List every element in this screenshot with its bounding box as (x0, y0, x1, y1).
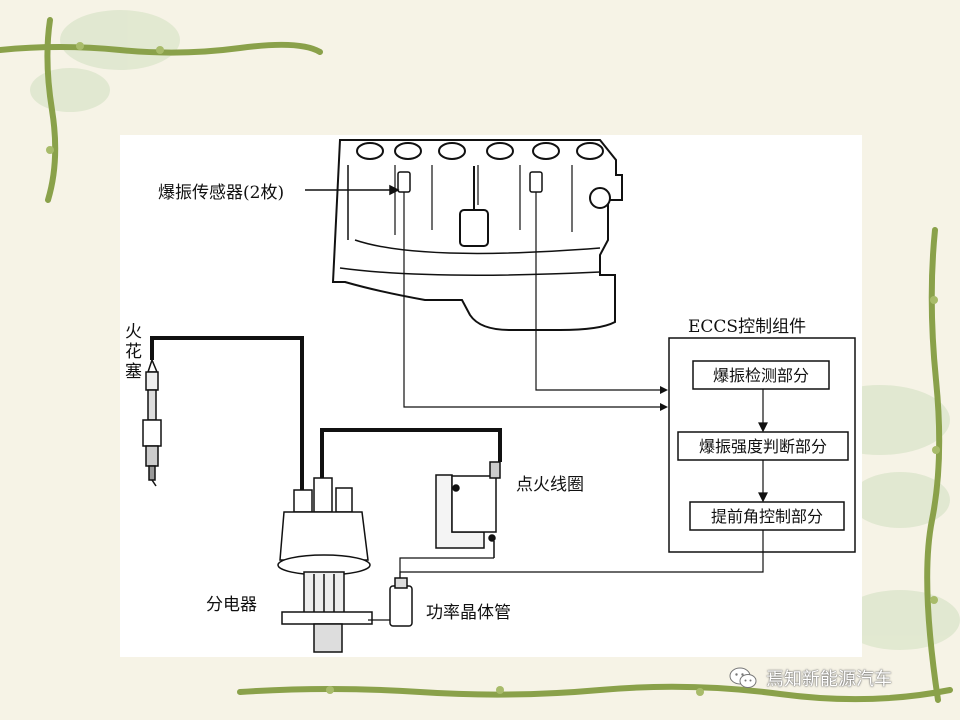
spark-plug-label-char: 花 (125, 342, 142, 362)
spark-plug (142, 357, 162, 487)
diagram-panel (120, 135, 862, 657)
knock-sensor-1 (397, 171, 411, 193)
vine-buds (46, 42, 940, 696)
spark-plug-label-char: 塞 (125, 362, 142, 382)
knock-sensor-2 (529, 171, 543, 193)
power-transistor-label: 功率晶体管 (426, 603, 511, 623)
ecu-box-label: 提前角控制部分 (711, 507, 823, 526)
engine-plug-hole (589, 187, 611, 209)
power-transistor (389, 577, 413, 627)
ecu-box-advance-control (689, 501, 845, 531)
ecu-box-knock-detect (692, 360, 830, 390)
knock-sensor-pointer (305, 184, 400, 196)
ecu-box-label: 爆振强度判断部分 (699, 437, 827, 456)
ignition-coil (435, 461, 501, 558)
ignition-coil-label: 点火线圈 (516, 475, 584, 495)
ecu-internal-arrows (758, 389, 768, 503)
watermark-text: 焉知新能源汽车 (766, 669, 892, 690)
cylinder-bores (356, 142, 604, 160)
engine-block (331, 139, 623, 331)
distributor-label: 分电器 (206, 595, 257, 615)
spark-plug-label-char: 火 (125, 322, 142, 342)
ecu-panel (668, 337, 856, 553)
ecu-title: ECCS控制组件 (688, 317, 807, 337)
sensor-signal-arrows (660, 386, 668, 411)
high-voltage-lead-plug (150, 336, 304, 500)
knock-sensor-label: 爆振传感器(2枚) (158, 183, 285, 203)
ecu-box-knock-judge (677, 431, 849, 461)
vine-decoration (0, 17, 953, 703)
distributor (277, 477, 373, 653)
high-voltage-lead-coil (320, 428, 502, 478)
sensor-signal-wires (403, 192, 662, 408)
ecu-box-label: 爆振检测部分 (713, 366, 809, 385)
spark-plug-label: 火 花 塞 (125, 322, 145, 382)
wechat-icon (729, 667, 757, 688)
engine-piston (459, 166, 489, 247)
watermark: 焉知新能源汽车 (728, 664, 892, 692)
